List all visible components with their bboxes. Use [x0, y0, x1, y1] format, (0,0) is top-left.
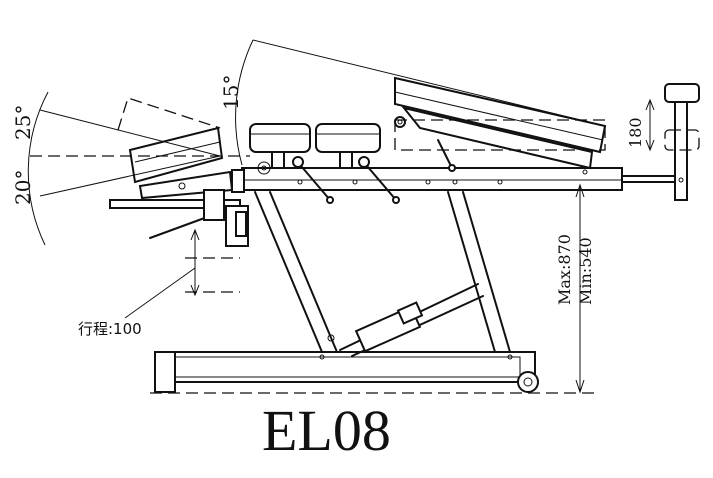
base-frame — [154, 351, 539, 393]
stroke-label: 行程:100 — [78, 320, 142, 338]
lumbar-cushion-lowered — [394, 119, 606, 151]
thoracic-cushion-1 — [249, 123, 311, 169]
thoracic-cushion-2 — [315, 123, 381, 169]
leg-angle-arc — [235, 39, 606, 166]
headrest-adjust-label: 180 — [626, 117, 645, 148]
model-title: EL08 — [262, 398, 391, 463]
stroke-indicator — [124, 228, 240, 319]
height-dimension — [575, 183, 585, 394]
release-handles — [292, 139, 456, 204]
max-height-label: Max:870 — [555, 234, 574, 305]
foot-pad-assembly — [621, 83, 700, 201]
min-height-label: Min:540 — [576, 237, 595, 305]
head-angle-arc — [27, 91, 250, 246]
scissor-legs — [254, 191, 511, 357]
lumbar-cushion — [394, 76, 607, 170]
headrest-adjust-dimension — [645, 98, 655, 152]
head-down-angle-label: 20° — [11, 170, 35, 205]
head-cushion — [109, 97, 249, 247]
leg-angle-label: 15° — [219, 75, 243, 110]
head-up-angle-label: 25° — [11, 105, 35, 140]
